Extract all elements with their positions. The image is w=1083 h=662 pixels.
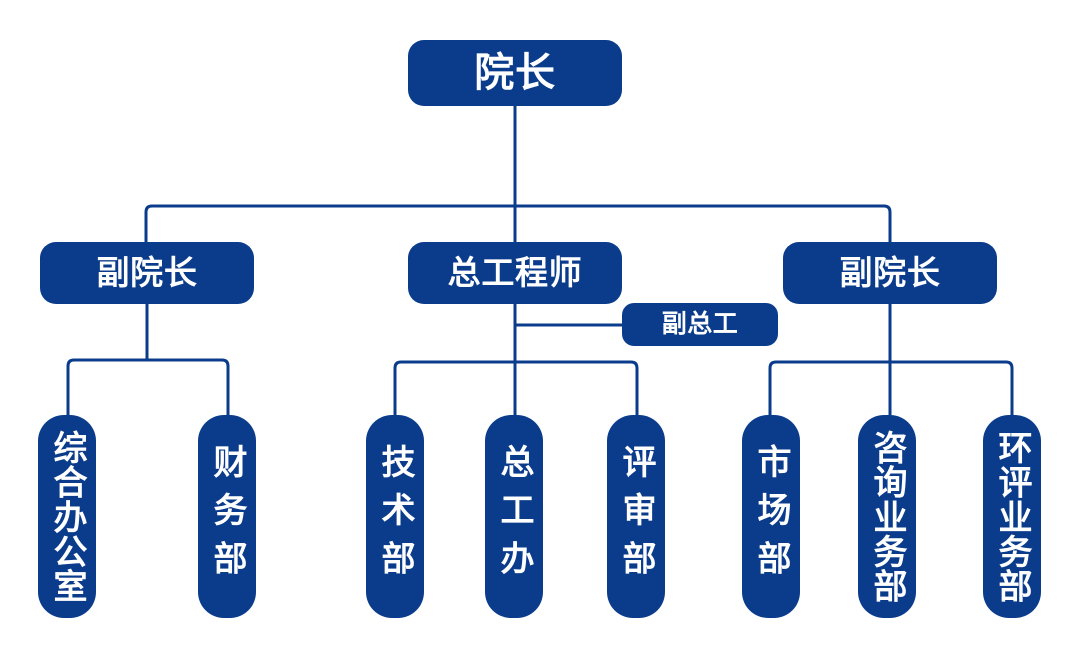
node-deputy-chief-engineer-label: 副总工 bbox=[661, 309, 739, 339]
node-deputy-chief-engineer[interactable]: 副总工 bbox=[622, 303, 778, 346]
node-review-department-label: 评审部 bbox=[616, 444, 656, 589]
node-marketing-department-label: 市场部 bbox=[751, 444, 791, 589]
node-finance-department-label: 财务部 bbox=[207, 444, 247, 589]
node-vice-dean-right[interactable]: 副院长 bbox=[783, 242, 997, 304]
node-eia-business-department-label: 环评业务部 bbox=[992, 429, 1032, 604]
node-chief-engineer[interactable]: 总工程师 bbox=[408, 242, 622, 304]
node-marketing-department[interactable]: 市场部 bbox=[742, 415, 800, 618]
node-chief-engineer-office[interactable]: 总工办 bbox=[485, 415, 543, 618]
node-chief-engineer-label: 总工程师 bbox=[447, 252, 583, 292]
node-technical-department-label: 技术部 bbox=[375, 444, 415, 589]
node-consulting-business-department[interactable]: 咨询业务部 bbox=[858, 415, 916, 618]
node-vice-dean-left-label: 副院长 bbox=[96, 252, 198, 292]
node-consulting-business-department-label: 咨询业务部 bbox=[867, 429, 907, 604]
node-finance-department[interactable]: 财务部 bbox=[198, 415, 256, 618]
node-vice-dean-left[interactable]: 副院长 bbox=[40, 242, 254, 304]
node-root-dean-label: 院长 bbox=[474, 50, 556, 96]
connector-group-left-bus bbox=[66, 358, 230, 415]
node-chief-engineer-office-label: 总工办 bbox=[494, 444, 534, 589]
connector-main-bus bbox=[144, 204, 892, 242]
node-general-office-label: 综合办公室 bbox=[47, 429, 87, 604]
node-vice-dean-right-label: 副院长 bbox=[839, 252, 941, 292]
connector-group-mid-bus bbox=[393, 360, 639, 415]
node-technical-department[interactable]: 技术部 bbox=[366, 415, 424, 618]
node-root-dean[interactable]: 院长 bbox=[408, 40, 622, 106]
connector-group-right-bus bbox=[768, 360, 1014, 415]
node-review-department[interactable]: 评审部 bbox=[607, 415, 665, 618]
node-eia-business-department[interactable]: 环评业务部 bbox=[983, 415, 1041, 618]
node-general-office[interactable]: 综合办公室 bbox=[38, 415, 96, 618]
